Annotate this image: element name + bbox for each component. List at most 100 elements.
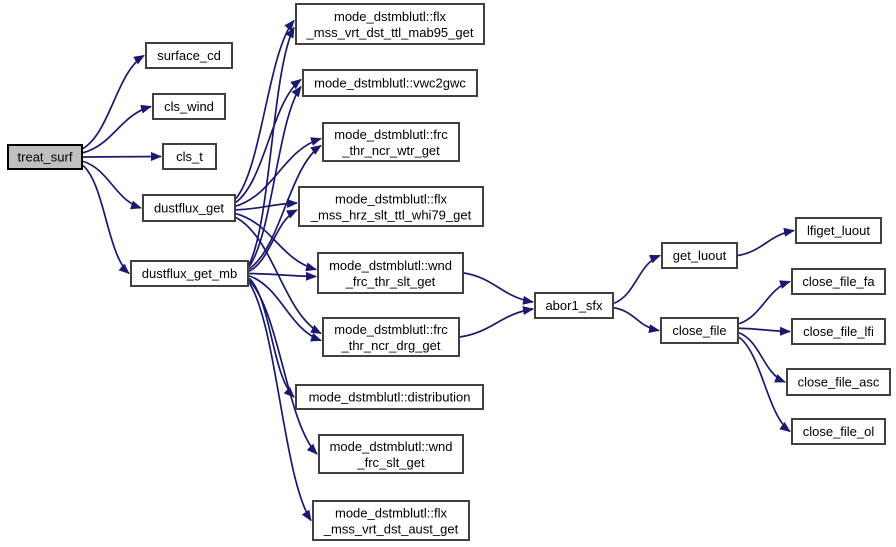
edge-treat-surf-to-surface-cd xyxy=(82,54,145,150)
node-lfiget-luout[interactable]: lfiget_luout xyxy=(795,217,882,244)
node-frc-thr-ncr-wtr-get[interactable]: mode_dstmblutl::frc_thr_ncr_wtr_get xyxy=(322,122,460,162)
node-label-wnd-frc-slt-get-line2: _frc_slt_get xyxy=(356,455,425,470)
edge-dustflux-get-mb-to-flx-mss-hrz-slt-ttl-whi79-get xyxy=(248,209,298,273)
node-label-dustflux-get-mb-line1: dustflux_get_mb xyxy=(142,266,237,281)
node-close-file-fa[interactable]: close_file_fa xyxy=(791,268,886,295)
node-box-frc-thr-ncr-wtr-get[interactable] xyxy=(322,122,460,162)
node-dustflux-get-mb[interactable]: dustflux_get_mb xyxy=(130,260,249,287)
edge-wnd-frc-thr-slt-get-to-abor1-sfx xyxy=(463,272,534,305)
edge-dustflux-get-mb-to-frc-thr-ncr-wtr-get xyxy=(248,144,322,270)
node-label-wnd-frc-slt-get-line1: mode_dstmblutl::wnd xyxy=(330,439,453,454)
node-label-close-file-ol-line1: close_file_ol xyxy=(803,424,875,439)
node-label-distribution-line1: mode_dstmblutl::distribution xyxy=(309,390,471,405)
node-box-cls-wind[interactable] xyxy=(152,93,226,120)
edge-dustflux-get-mb-to-wnd-frc-thr-slt-get xyxy=(248,271,317,281)
node-wnd-frc-slt-get[interactable]: mode_dstmblutl::wnd_frc_slt_get xyxy=(318,434,464,474)
edge-dustflux-get-mb-to-flx-mss-vrt-dst-aust-get xyxy=(248,282,312,522)
node-label-wnd-frc-thr-slt-get-line2: _frc_thr_slt_get xyxy=(345,274,436,289)
node-box-lfiget-luout[interactable] xyxy=(795,217,882,244)
edge-abor1-sfx-to-close-file xyxy=(613,306,660,334)
edge-dustflux-get-mb-to-wnd-frc-slt-get xyxy=(248,279,318,455)
node-box-dustflux-get-mb[interactable] xyxy=(130,260,249,287)
node-box-abor1-sfx[interactable] xyxy=(534,292,614,319)
node-treat-surf[interactable]: treat_surf xyxy=(7,144,83,170)
node-box-close-file-ol[interactable] xyxy=(791,418,886,445)
edge-abor1-sfx-to-get-luout xyxy=(613,254,661,305)
node-label-flx-mss-vrt-dst-ttl-mab95-get-line1: mode_dstmblutl::flx xyxy=(334,9,446,24)
node-box-distribution[interactable] xyxy=(295,384,484,410)
edge-treat-surf-to-dustflux-get-mb xyxy=(82,164,130,275)
node-close-file[interactable]: close_file xyxy=(660,317,739,344)
node-surface-cd[interactable]: surface_cd xyxy=(145,42,233,69)
edge-dustflux-get-mb-to-frc-thr-ncr-drg-get xyxy=(248,274,322,342)
node-label-treat-surf-line1: treat_surf xyxy=(18,150,73,165)
node-label-frc-thr-ncr-drg-get-line1: mode_dstmblutl::frc xyxy=(334,322,448,337)
node-label-frc-thr-ncr-wtr-get-line1: mode_dstmblutl::frc xyxy=(334,127,448,142)
node-close-file-lfi[interactable]: close_file_lfi xyxy=(791,318,886,345)
node-box-treat-surf[interactable] xyxy=(7,144,83,170)
node-cls-wind[interactable]: cls_wind xyxy=(152,93,226,120)
node-label-close-file-line1: close_file xyxy=(672,323,726,338)
edge-dustflux-get-to-wnd-frc-thr-slt-get xyxy=(235,212,317,272)
node-label-surface-cd-line1: surface_cd xyxy=(157,48,221,63)
node-abor1-sfx[interactable]: abor1_sfx xyxy=(534,292,614,319)
node-label-close-file-lfi-line1: close_file_lfi xyxy=(803,324,874,339)
node-cls-t[interactable]: cls_t xyxy=(162,143,217,170)
node-label-close-file-asc-line1: close_file_asc xyxy=(798,375,880,390)
node-box-flx-mss-vrt-dst-ttl-mab95-get[interactable] xyxy=(295,3,485,45)
node-box-surface-cd[interactable] xyxy=(145,42,233,69)
node-label-wnd-frc-thr-slt-get-line1: mode_dstmblutl::wnd xyxy=(329,258,452,273)
node-flx-mss-hrz-slt-ttl-whi79-get[interactable]: mode_dstmblutl::flx_mss_hrz_slt_ttl_whi7… xyxy=(298,186,484,227)
node-dustflux-get[interactable]: dustflux_get xyxy=(142,194,236,222)
edge-treat-surf-to-cls-wind xyxy=(82,104,152,154)
node-flx-mss-vrt-dst-ttl-mab95-get[interactable]: mode_dstmblutl::flx_mss_vrt_dst_ttl_mab9… xyxy=(295,3,485,45)
node-label-flx-mss-vrt-dst-aust-get-line2: _mss_vrt_dst_aust_get xyxy=(323,521,459,536)
node-box-wnd-frc-thr-slt-get[interactable] xyxy=(317,252,464,294)
edge-close-file-to-close-file-asc xyxy=(738,331,786,383)
node-box-flx-mss-hrz-slt-ttl-whi79-get[interactable] xyxy=(298,186,484,227)
node-label-get-luout-line1: get_luout xyxy=(673,248,727,263)
node-label-dustflux-get-line1: dustflux_get xyxy=(154,201,224,216)
node-box-cls-t[interactable] xyxy=(162,143,217,170)
node-label-flx-mss-hrz-slt-ttl-whi79-get-line2: _mss_hrz_slt_ttl_whi79_get xyxy=(310,207,472,222)
node-box-close-file-asc[interactable] xyxy=(786,368,891,396)
node-frc-thr-ncr-drg-get[interactable]: mode_dstmblutl::frc_thr_ncr_drg_get xyxy=(322,317,460,357)
node-label-cls-wind-line1: cls_wind xyxy=(164,99,214,114)
edges-layer xyxy=(82,19,795,522)
nodes-layer: treat_surf surface_cd cls_wind cls_tdustflu… xyxy=(7,3,891,541)
node-label-lfiget-luout-line1: lfiget_luout xyxy=(807,223,870,238)
node-box-close-file[interactable] xyxy=(660,317,739,344)
node-box-vwc2gwc[interactable] xyxy=(302,69,478,97)
edge-dustflux-get-to-flx-mss-hrz-slt-ttl-whi79-get xyxy=(235,198,298,211)
node-label-cls-t-line1: cls_t xyxy=(176,149,203,164)
node-box-frc-thr-ncr-drg-get[interactable] xyxy=(322,317,460,357)
node-wnd-frc-thr-slt-get[interactable]: mode_dstmblutl::wnd_frc_thr_slt_get xyxy=(317,252,464,294)
edge-close-file-to-close-file-lfi xyxy=(738,326,791,336)
edge-dustflux-get-mb-to-vwc2gwc xyxy=(248,85,302,268)
edge-dustflux-get-to-frc-thr-ncr-wtr-get xyxy=(235,137,322,207)
node-close-file-asc[interactable]: close_file_asc xyxy=(786,368,891,396)
node-box-flx-mss-vrt-dst-aust-get[interactable] xyxy=(312,500,470,541)
node-vwc2gwc[interactable]: mode_dstmblutl::vwc2gwc xyxy=(302,69,478,97)
edge-treat-surf-to-dustflux-get xyxy=(82,160,142,210)
node-box-close-file-lfi[interactable] xyxy=(791,318,886,345)
edge-frc-thr-ncr-drg-get-to-abor1-sfx xyxy=(459,306,534,338)
node-close-file-ol[interactable]: close_file_ol xyxy=(791,418,886,445)
node-label-vwc2gwc-line1: mode_dstmblutl::vwc2gwc xyxy=(314,76,466,91)
edge-treat-surf-to-cls-t xyxy=(82,152,162,162)
node-box-get-luout[interactable] xyxy=(661,242,738,269)
node-flx-mss-vrt-dst-aust-get[interactable]: mode_dstmblutl::flx_mss_vrt_dst_aust_get xyxy=(312,500,470,541)
node-label-flx-mss-vrt-dst-aust-get-line1: mode_dstmblutl::flx xyxy=(335,505,447,520)
node-distribution[interactable]: mode_dstmblutl::distribution xyxy=(295,384,484,410)
node-label-flx-mss-vrt-dst-ttl-mab95-get-line2: _mss_vrt_dst_ttl_mab95_get xyxy=(306,25,474,40)
node-box-close-file-fa[interactable] xyxy=(791,268,886,295)
node-box-dustflux-get[interactable] xyxy=(142,194,236,222)
edge-dustflux-get-to-flx-mss-vrt-dst-ttl-mab95-get xyxy=(235,19,295,200)
node-label-frc-thr-ncr-wtr-get-line2: _thr_ncr_wtr_get xyxy=(341,143,440,158)
node-label-close-file-fa-line1: close_file_fa xyxy=(802,274,875,289)
node-box-wnd-frc-slt-get[interactable] xyxy=(318,434,464,474)
node-get-luout[interactable]: get_luout xyxy=(661,242,738,269)
node-label-flx-mss-hrz-slt-ttl-whi79-get-line1: mode_dstmblutl::flx xyxy=(335,191,447,206)
